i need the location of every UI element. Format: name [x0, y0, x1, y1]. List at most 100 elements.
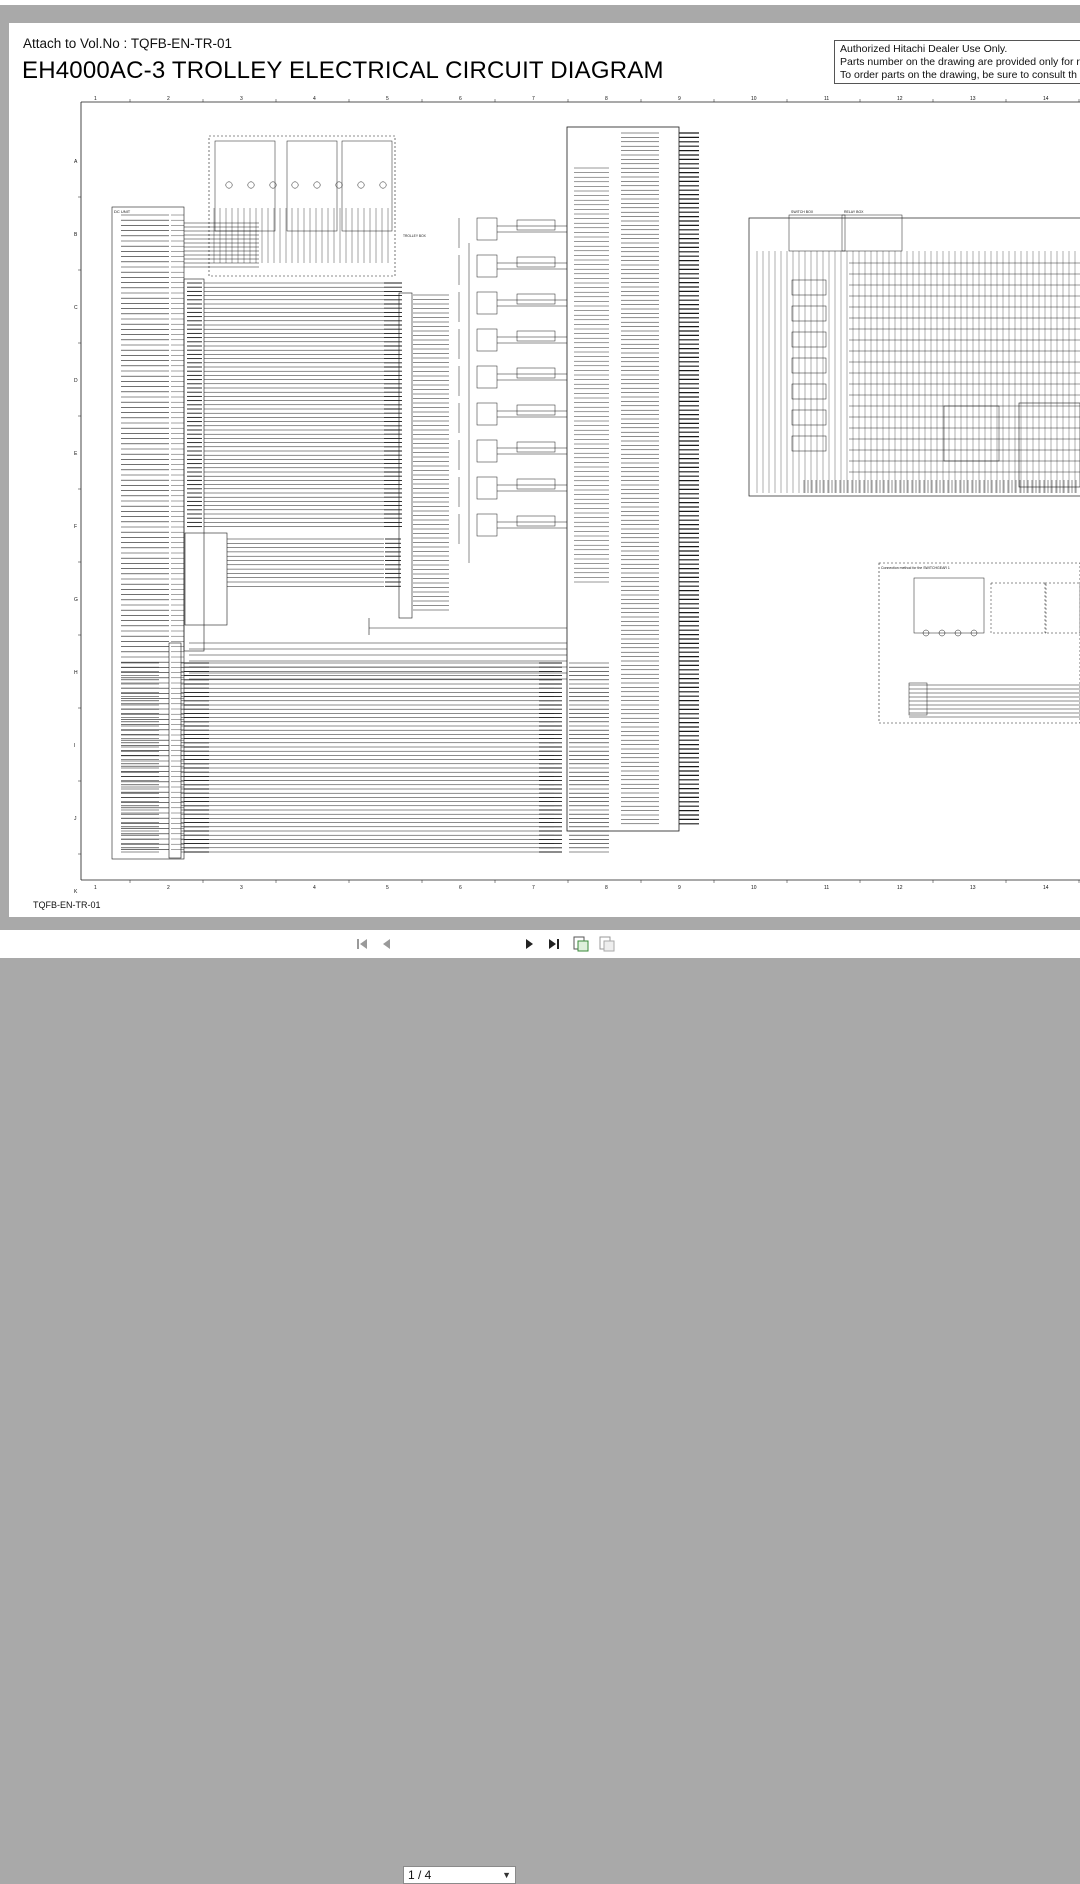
device-symbol: [476, 476, 498, 500]
grid-row-label: F: [74, 524, 77, 530]
grid-column-label: 5: [386, 96, 389, 102]
switchgear-unit: [1044, 582, 1080, 634]
connection-method-inset: [878, 562, 1080, 724]
previous-page-button[interactable]: [378, 934, 394, 954]
relay-coil: [791, 409, 827, 426]
grid-column-label: 11: [824, 96, 829, 102]
switchgear-dashed-box: [208, 135, 396, 277]
connector-strip: [183, 278, 205, 652]
grid-column-label: 1: [94, 96, 97, 102]
chevron-down-icon: ▼: [502, 1870, 511, 1880]
grid-row-label: K: [74, 889, 78, 895]
motor-symbol: [379, 181, 387, 189]
fit-width-icon: [599, 936, 615, 952]
grid-row-label: I: [74, 743, 75, 749]
motor-symbol: [225, 181, 233, 189]
device-symbol: [476, 217, 498, 241]
grid-column-label: 10: [751, 96, 757, 102]
fit-page-icon: [573, 936, 589, 952]
grid-column-label: 12: [897, 96, 903, 102]
document-viewer[interactable]: Attach to Vol.No : TQFB-EN-TR-01 EH4000A…: [0, 0, 1080, 930]
connector-strip: [908, 682, 928, 716]
grid-column-label: 2: [167, 885, 170, 891]
circuit-diagram: 11223344556677889910101111121213131414AB…: [74, 96, 1080, 895]
device-symbol: [476, 328, 498, 352]
grid-column-label: 3: [240, 885, 243, 891]
device-symbol: [476, 513, 498, 537]
module-block: [943, 405, 1000, 462]
motor-symbol: [357, 181, 365, 189]
grid-column-label: 3: [240, 96, 243, 102]
relay-coil: [791, 279, 827, 296]
grid-column-label: 6: [459, 96, 462, 102]
device-symbol: [476, 291, 498, 315]
switchgear-unit: [913, 577, 985, 634]
device-symbol: [476, 439, 498, 463]
section-label: TROLLEY BOX: [403, 234, 427, 238]
grid-row-label: J: [74, 816, 77, 822]
device-symbol: [516, 441, 556, 453]
motor-symbol: [922, 629, 930, 637]
fit-width-button[interactable]: [597, 934, 617, 954]
grid-row-label: A: [74, 159, 78, 165]
section-label: SWITCH BOX: [791, 210, 814, 214]
motor-symbol: [247, 181, 255, 189]
grid-column-label: 10: [751, 885, 757, 891]
dealer-notice-box: Authorized Hitachi Dealer Use Only. Part…: [834, 40, 1080, 84]
device-symbol: [516, 256, 556, 268]
notice-line: Authorized Hitachi Dealer Use Only.: [840, 43, 1008, 55]
motor-symbol: [291, 181, 299, 189]
attach-volume-line: Attach to Vol.No : TQFB-EN-TR-01: [23, 36, 233, 51]
notice-line: Parts number on the drawing are provided…: [840, 56, 1080, 68]
relay-switch-block: [748, 217, 1080, 497]
switch-box: [788, 214, 846, 252]
controller-block: [566, 126, 680, 832]
last-page-icon: [549, 939, 559, 949]
device-symbol: [516, 367, 556, 379]
next-page-button[interactable]: [522, 934, 538, 954]
device-symbol: [516, 478, 556, 490]
grid-column-label: 9: [678, 885, 681, 891]
switchgear-unit: [341, 140, 393, 232]
trolley-box-block: [398, 292, 413, 619]
first-page-button[interactable]: [354, 934, 370, 954]
section-label: DC UNIT: [114, 209, 131, 214]
notice-line: To order parts on the drawing, be sure t…: [840, 69, 1077, 81]
footer-document-code: TQFB-EN-TR-01: [33, 900, 101, 910]
relay-coil: [791, 435, 827, 452]
device-symbol: [476, 254, 498, 278]
grid-column-label: 8: [605, 96, 608, 102]
page-number-select[interactable]: 1 / 4 ▼: [403, 1866, 516, 1884]
last-page-button[interactable]: [545, 934, 563, 954]
grid-column-label: 2: [167, 96, 170, 102]
switchgear-unit: [990, 582, 1047, 634]
next-page-icon: [526, 939, 533, 949]
page-indicator: 1 / 4: [408, 1868, 432, 1882]
grid-row-label: B: [74, 232, 78, 238]
motor-symbol: [335, 181, 343, 189]
motor-symbol: [938, 629, 946, 637]
grid-column-label: 12: [897, 885, 903, 891]
module-block: [1018, 402, 1080, 488]
grid-row-label: H: [74, 670, 78, 676]
relay-coil: [791, 331, 827, 348]
grid-column-label: 14: [1043, 96, 1049, 102]
grid-column-label: 4: [313, 885, 316, 891]
relay-coil: [791, 305, 827, 322]
device-symbol: [516, 219, 556, 231]
section-label: Connection method for the SWITCHGEAR 1: [881, 566, 950, 570]
switchgear-unit: [286, 140, 338, 232]
device-symbol: [516, 404, 556, 416]
relay-coil: [791, 383, 827, 400]
fit-page-button[interactable]: [571, 934, 591, 954]
grid-row-label: C: [74, 305, 78, 311]
device-symbol: [476, 365, 498, 389]
device-symbol: [516, 515, 556, 527]
grid-column-label: 1: [94, 885, 97, 891]
viewer-toolbar: 1 / 4 ▼: [0, 930, 1080, 1884]
lower-connector: [168, 642, 182, 859]
drawing-page[interactable]: Attach to Vol.No : TQFB-EN-TR-01 EH4000A…: [9, 23, 1080, 917]
switchgear-unit: [214, 140, 276, 232]
motor-symbol: [313, 181, 321, 189]
grid-column-label: 9: [678, 96, 681, 102]
